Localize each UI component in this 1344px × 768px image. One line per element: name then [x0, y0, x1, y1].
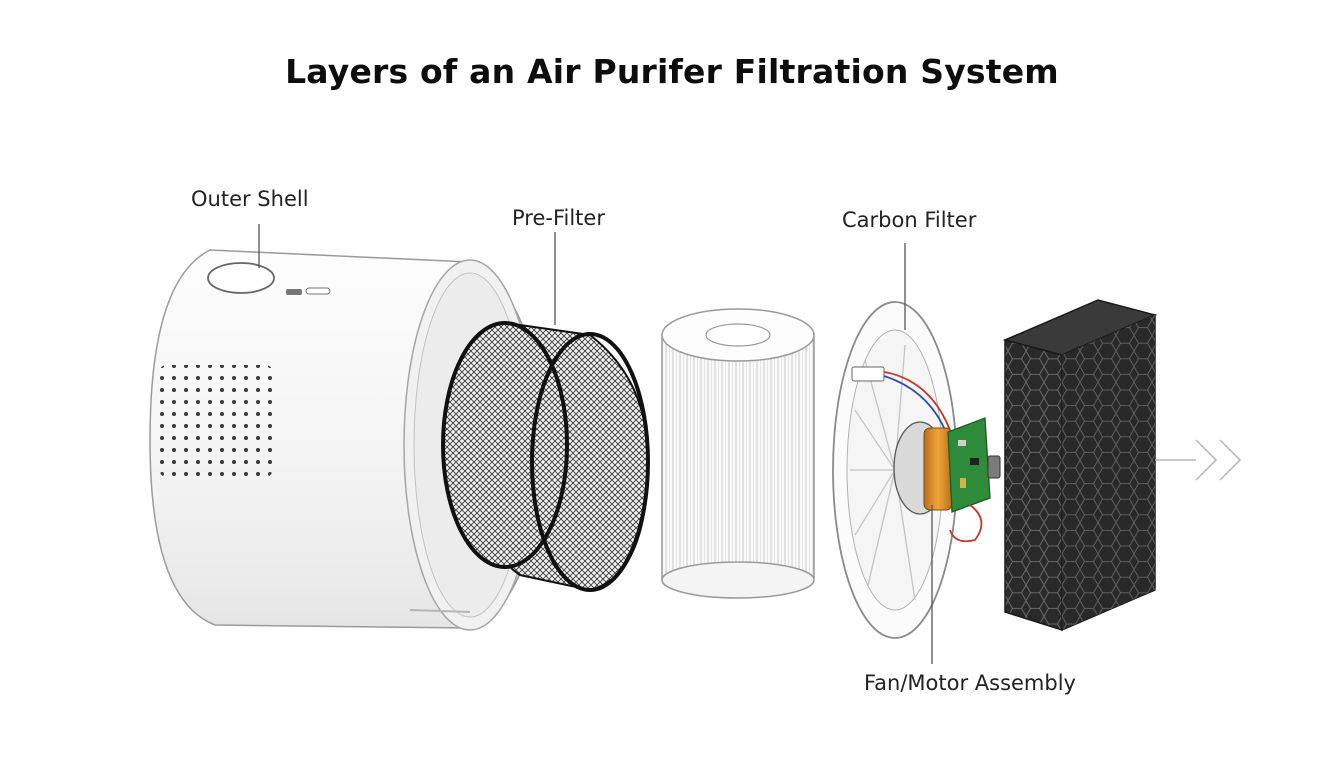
pre-filter-mesh: [441, 321, 650, 592]
airflow-arrow-icon: [1155, 439, 1242, 481]
label-pre-filter: Pre-Filter: [512, 206, 605, 230]
carbon-filter-block: [1002, 299, 1158, 632]
power-button-icon: [207, 262, 275, 294]
diagram-title: Layers of an Air Purifer Filtration Syst…: [285, 52, 1059, 91]
pleated-filter-cartridge: [661, 308, 815, 599]
label-carbon-filter: Carbon Filter: [842, 208, 977, 232]
label-fan-motor-assembly: Fan/Motor Assembly: [864, 671, 1076, 695]
label-outer-shell: Outer Shell: [191, 187, 309, 211]
fan-motor-assembly: [832, 301, 1001, 639]
